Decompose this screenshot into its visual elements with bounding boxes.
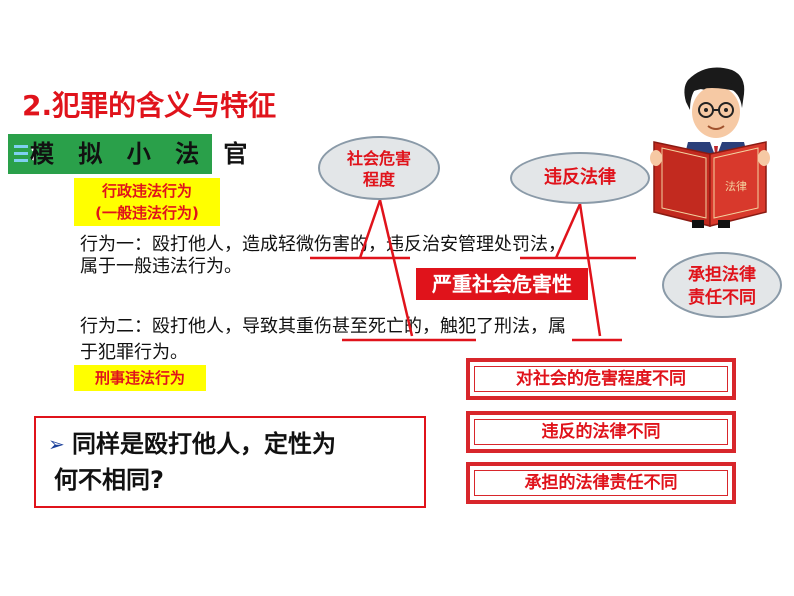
lawyer-character-icon: 法律 [650, 67, 770, 228]
social-harm-bubble: 社会危害 程度 [318, 136, 440, 200]
legal-liability-line1: 承担法律 [688, 265, 756, 285]
legal-liability-line2: 责任不同 [688, 288, 756, 308]
section-label-bar [8, 134, 212, 174]
bullet-arrow-icon: ➢ [48, 432, 65, 456]
question-text: 同样是殴打他人，定性为 何不相同? [54, 426, 336, 498]
violate-law-bubble: 违反法律 [510, 152, 650, 204]
page-title: 2.犯罪的含义与特征 [22, 89, 277, 122]
behavior-one-line2: 属于一般违法行为。 [80, 256, 242, 277]
question-line1: 同样是殴打他人，定性为 [72, 430, 336, 458]
difference-label: 承担的法律责任不同 [524, 473, 678, 493]
question-box [34, 416, 426, 508]
admin-violation-line1: 行政违法行为 [101, 182, 192, 200]
behavior-one-line1: 行为一：殴打他人，造成轻微伤害的，违反治安管理处罚法， [80, 234, 566, 255]
admin-violation-label: 行政违法行为 (一般违法行为) [74, 178, 220, 226]
section-label: 模 拟 小 法 官 [30, 140, 256, 168]
legal-liability-bubble: 承担法律 责任不同 [662, 252, 782, 318]
difference-item: 对社会的危害程度不同 [466, 358, 736, 400]
question-line2: 何不相同? [54, 466, 164, 494]
serious-harm-highlight: 严重社会危害性 [416, 268, 588, 300]
social-harm-line1: 社会危害 [346, 149, 411, 168]
behavior-two-line2: 于犯罪行为。 [80, 342, 188, 363]
book-label: 法律 [725, 179, 747, 193]
difference-item: 违反的法律不同 [466, 411, 736, 453]
admin-violation-line2: (一般违法行为) [95, 204, 199, 222]
behavior-two-line1: 行为二：殴打他人，导致其重伤甚至死亡的，触犯了刑法，属 [80, 316, 566, 337]
decorative-stripes-icon [14, 145, 37, 162]
difference-label: 对社会的危害程度不同 [516, 369, 686, 389]
difference-item: 承担的法律责任不同 [466, 462, 736, 504]
social-harm-line2: 程度 [362, 170, 395, 189]
criminal-violation-label: 刑事违法行为 [74, 365, 206, 391]
difference-label: 违反的法律不同 [541, 422, 661, 442]
